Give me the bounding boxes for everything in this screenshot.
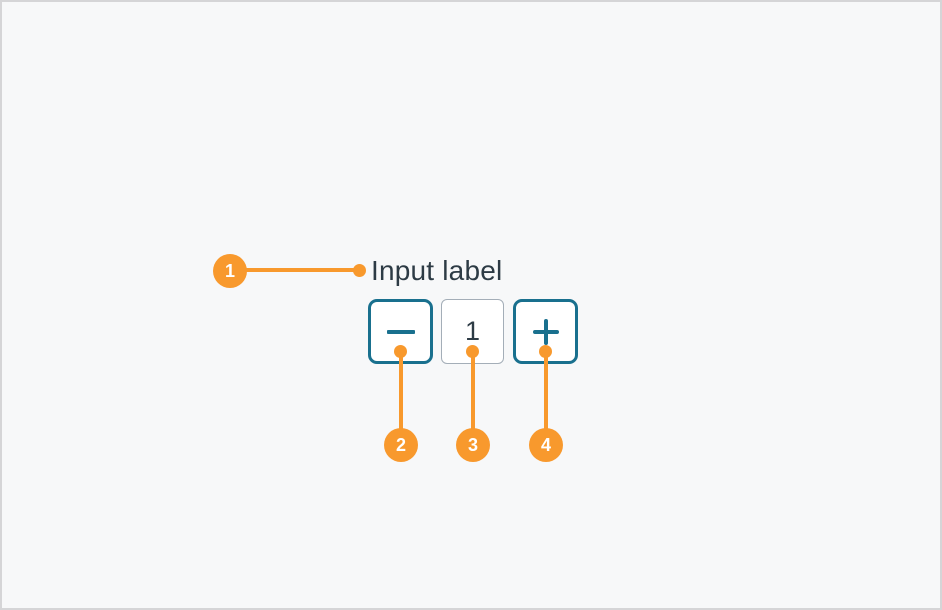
annotation-badge-3: 3: [456, 428, 490, 462]
plus-icon: [532, 318, 560, 346]
annotation-dot-1: [353, 264, 366, 277]
annotation-line-3: [471, 354, 475, 434]
annotation-line-2: [399, 354, 403, 434]
annotation-badge-2: 2: [384, 428, 418, 462]
annotation-dot-4: [539, 345, 552, 358]
annotation-line-4: [544, 354, 548, 434]
input-label: Input label: [371, 255, 503, 286]
annotation-dot-3: [466, 345, 479, 358]
annotation-badge-4: 4: [529, 428, 563, 462]
annotation-dot-2: [394, 345, 407, 358]
annotation-line-1: [242, 268, 357, 272]
minus-icon: [386, 318, 415, 346]
annotation-badge-1: 1: [213, 254, 247, 288]
